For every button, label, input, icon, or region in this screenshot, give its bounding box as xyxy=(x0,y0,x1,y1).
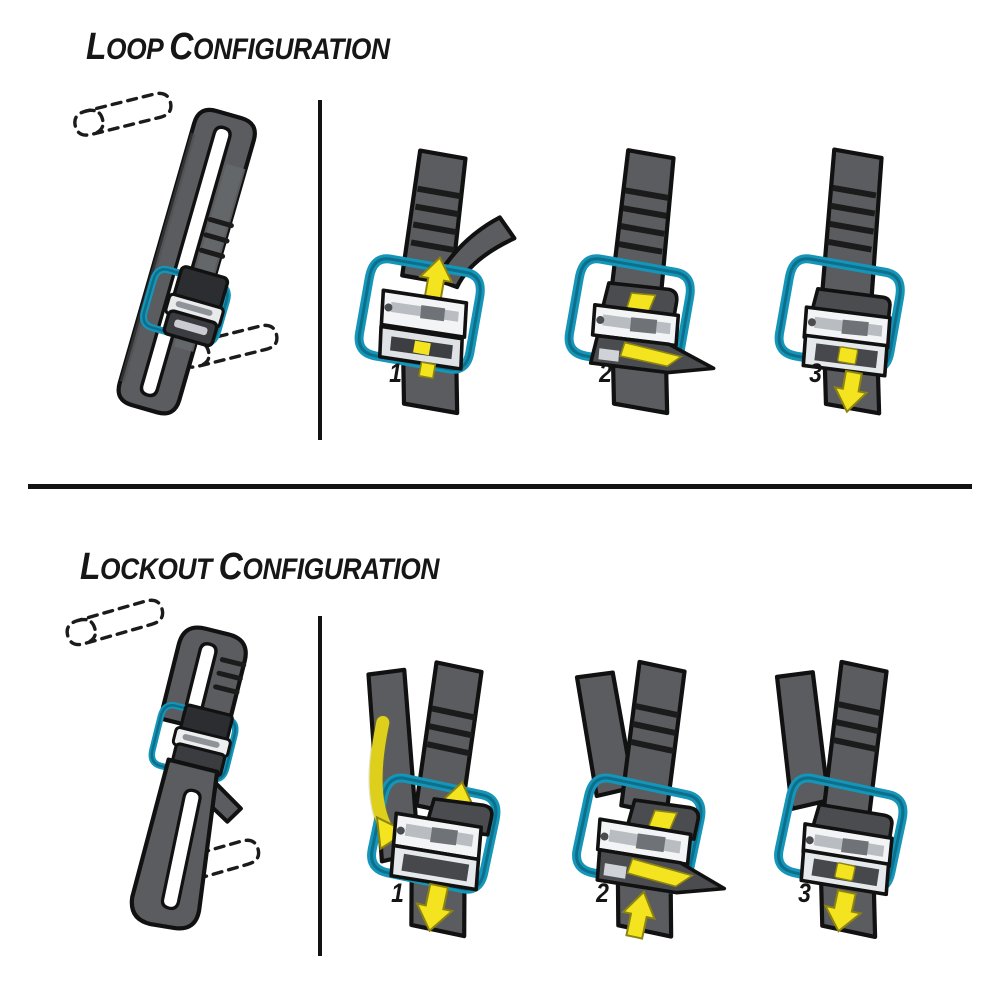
section-divider-horizontal xyxy=(28,484,972,489)
loop-overview-illustration xyxy=(50,89,310,440)
lockout-step-2-figure: 2 xyxy=(540,659,740,940)
loop-steps-illustrations: 1 xyxy=(330,147,990,430)
loop-step-3-figure: 3 xyxy=(760,147,960,416)
strap-stitch-bars xyxy=(630,703,679,754)
cam-buckle-body xyxy=(389,811,483,892)
lockout-step-2-number: 2 xyxy=(596,878,609,908)
dashed-bar-top xyxy=(62,595,167,650)
arrow-down-icon xyxy=(823,889,863,933)
cam-buckle-body xyxy=(590,303,681,348)
divider-vertical-lockout xyxy=(318,616,322,956)
strap-stitch-bars xyxy=(826,184,877,253)
divider-vertical-loop xyxy=(318,100,322,440)
lockout-steps-illustrations: 1 xyxy=(330,659,990,950)
cam-yellow-marker xyxy=(418,361,437,380)
cam-buckle-body xyxy=(377,288,469,371)
strap-stitch-bars xyxy=(410,185,462,254)
lockout-step-3-number: 3 xyxy=(798,878,811,908)
strap-stitch-bars xyxy=(198,217,234,259)
cam-release-tab xyxy=(588,333,716,375)
section-title-loop: LOOP CONFIGURATION xyxy=(86,26,390,69)
loop-step-2-number: 2 xyxy=(599,358,612,388)
arrow-curve-down-icon xyxy=(368,714,409,851)
arrow-up-icon xyxy=(621,890,657,940)
title-loop-config-rest: ONFIGURATION xyxy=(192,33,390,66)
strap-stitch-bars xyxy=(426,705,476,757)
loop-step-2-figure: 2 xyxy=(550,148,750,416)
section-title-lockout: LOCKOUT CONFIGURATION xyxy=(80,546,439,589)
strap-lockout-body xyxy=(129,625,248,931)
loop-step-1-number: 1 xyxy=(389,358,402,388)
lockout-step-1-figure: 1 xyxy=(335,660,535,939)
title-lockout-cap-l: L xyxy=(80,546,100,588)
strap-stitch-bars xyxy=(213,657,247,695)
cam-release-tab xyxy=(595,847,727,895)
strap-stitch-bars xyxy=(832,701,882,753)
title-loop-cap-l: L xyxy=(86,26,106,68)
title-lockout-config-rest: ONFIGURATION xyxy=(242,553,439,586)
arrow-down-icon xyxy=(415,882,455,933)
cam-buckle-body xyxy=(162,265,230,348)
title-lockout-rest: OCKOUT xyxy=(99,553,219,586)
title-loop-cap-c: C xyxy=(169,26,193,68)
lockout-step-1-number: 1 xyxy=(391,878,404,908)
loop-step-1-figure: 1 xyxy=(340,148,540,416)
title-loop-rest: OOP xyxy=(105,33,170,66)
lockout-step-3-figure: 3 xyxy=(742,659,942,940)
strap-stitch-bars xyxy=(618,187,670,255)
cam-buckle-body xyxy=(801,287,892,378)
cam-buckle-body xyxy=(799,802,894,897)
title-lockout-cap-c: C xyxy=(218,546,243,588)
strap-loop-body xyxy=(116,107,257,416)
lockout-overview-illustration xyxy=(50,595,310,955)
loop-step-3-number: 3 xyxy=(809,358,822,388)
dashed-bar-top xyxy=(70,89,176,140)
arrow-down-icon xyxy=(833,369,869,414)
